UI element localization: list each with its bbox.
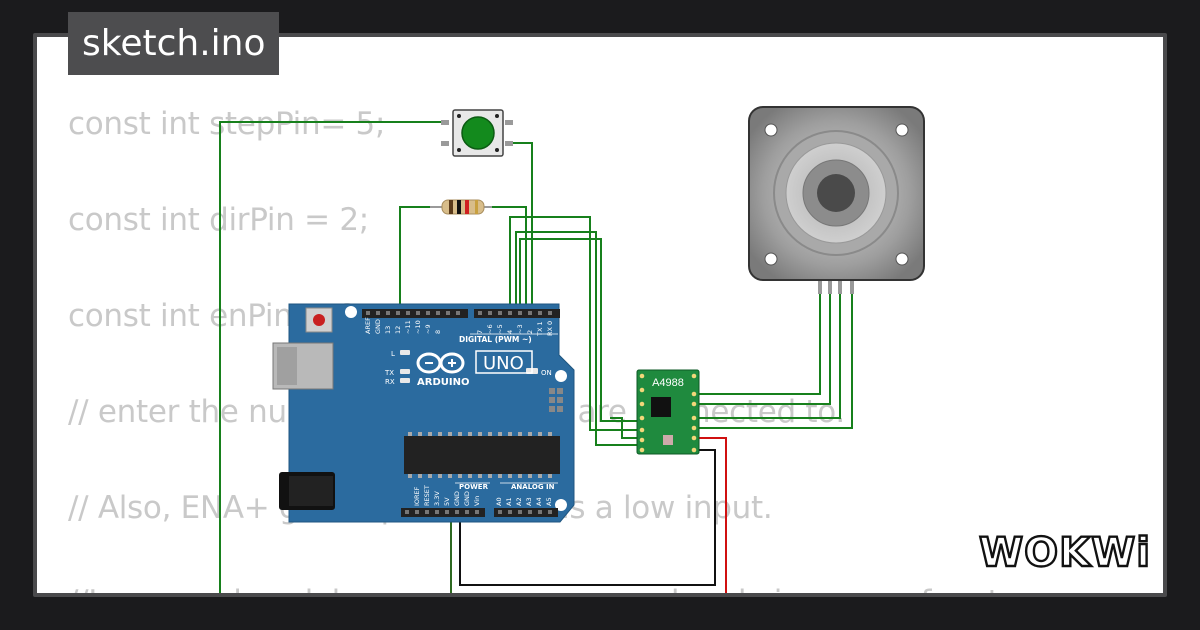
brand-label: ARDUINO — [417, 377, 469, 388]
arduino-logo-icon — [416, 352, 465, 374]
wire-button-to-ground[interactable] — [219, 121, 448, 600]
pin-label: A5 — [545, 497, 553, 506]
pin-label: A1 — [505, 497, 513, 506]
pin-label: 12 — [394, 326, 402, 334]
code-line: const int stepPin= 5; — [68, 106, 386, 142]
pin-label: 7 — [476, 330, 484, 334]
pin-label: 2 — [526, 330, 534, 334]
wire-motor-a1[interactable] — [698, 285, 821, 395]
led-tx-label: TX — [384, 369, 394, 377]
pin-label: 8 — [434, 330, 442, 334]
stepper-motor[interactable] — [748, 106, 925, 294]
wire-step[interactable] — [509, 216, 638, 431]
wire-sleep-reset[interactable] — [610, 417, 638, 439]
pin-label: RESET — [423, 485, 431, 506]
pin-label: RX 0 — [546, 321, 554, 336]
led-l-label: L — [391, 350, 395, 358]
wire-resistor-gnd[interactable] — [399, 206, 442, 312]
model-label: UNO — [483, 353, 524, 374]
pin-label: ~10 — [414, 320, 422, 334]
pin-label: GND — [453, 491, 461, 506]
pin-label: A0 — [495, 497, 503, 506]
led-rx-label: RX — [385, 378, 395, 386]
resistor[interactable] — [430, 199, 492, 215]
code-line: //Less number delay means more speed and… — [68, 584, 1053, 593]
on-label: ON — [541, 369, 552, 377]
arduino-uno-board[interactable]: AREF GND 13 12 ~11 ~10 ~9 8 7 ~6 ~5 4 ~3… — [272, 303, 575, 523]
analog-header-label: ANALOG IN — [511, 483, 555, 491]
pin-label: IOREF — [413, 486, 421, 506]
pin-label: ~6 — [486, 324, 494, 334]
pin-label: A2 — [515, 497, 523, 506]
wire-motor-b1[interactable] — [698, 285, 841, 419]
driver-label: A4988 — [652, 377, 684, 389]
pin-label: ~5 — [496, 324, 504, 334]
wire-motor-b2[interactable] — [698, 285, 853, 429]
wire-button-to-pin[interactable] — [512, 142, 533, 312]
wire-gnd[interactable] — [459, 449, 716, 586]
pin-label: AREF — [364, 317, 372, 334]
wires — [219, 121, 853, 600]
wire-vmot[interactable] — [698, 437, 727, 600]
wokwi-logo: WOKWi — [978, 529, 1151, 577]
wire-motor-a2[interactable] — [698, 285, 831, 405]
code-line: const int dirPin = 2; — [68, 202, 369, 238]
pin-label: GND — [374, 319, 382, 334]
pin-label: 3.3V — [433, 491, 441, 506]
digital-header-label: DIGITAL (PWM ~) — [459, 335, 532, 344]
wire-enable[interactable] — [519, 238, 638, 422]
sketch-file-title: sketch.ino — [68, 12, 280, 75]
pin-label: ~9 — [424, 324, 432, 334]
pin-label: Vin — [473, 496, 481, 506]
wire-resistor-pin[interactable] — [484, 206, 527, 312]
pin-label: ~3 — [516, 324, 524, 334]
pin-label: GND — [463, 491, 471, 506]
pin-label: A3 — [525, 497, 533, 506]
pin-label: 13 — [384, 326, 392, 334]
pin-label: ~11 — [404, 320, 412, 334]
wire-dir[interactable] — [515, 231, 638, 446]
svg-text:WOKWi: WOKWi — [979, 530, 1151, 576]
pin-label: 4 — [506, 330, 514, 334]
pin-label: A4 — [535, 497, 543, 506]
power-header-label: POWER — [459, 483, 489, 491]
a4988-driver[interactable]: A4988 — [636, 369, 700, 455]
push-button[interactable] — [441, 109, 513, 157]
pin-label: TX 1 — [536, 321, 544, 337]
pin-label: 5V — [443, 497, 451, 506]
